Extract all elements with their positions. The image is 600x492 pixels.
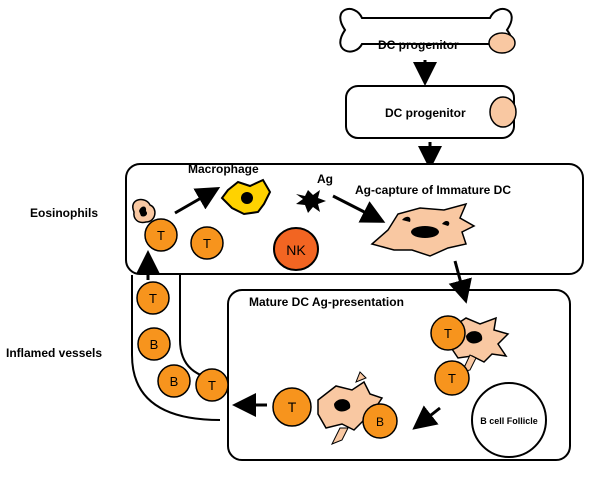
antigen-label: Ag (317, 172, 333, 186)
arrow-antigen-to-dc (332, 194, 386, 223)
t-cell: T (430, 315, 466, 351)
eosinophils-label: Eosinophils (30, 206, 98, 220)
ag-capture-label: Ag-capture of Immature DC (355, 183, 511, 197)
t-cell-label: T (448, 371, 456, 386)
t-cell: T (272, 387, 312, 427)
arrow-tcell-to-macrophage (174, 187, 221, 215)
nk-label: NK (286, 242, 306, 258)
t-cell: T (195, 368, 229, 402)
eosinophil-cell (132, 198, 156, 224)
t-cell: T (136, 281, 170, 315)
t-cell: T (144, 218, 178, 252)
t-cell-label: T (288, 399, 297, 415)
b-cell-follicle (471, 382, 547, 458)
macrophage-cell (220, 178, 272, 216)
t-cell: T (190, 226, 224, 260)
arrow-tissue-to-lymph (448, 260, 472, 304)
b-cell: B (157, 364, 191, 398)
progenitor-cell-bone (488, 32, 516, 54)
antigen-icon (296, 190, 326, 213)
b-cell-label: B (170, 374, 179, 389)
t-cell: T (434, 360, 470, 396)
arrow-to-bcell-dc (412, 405, 441, 430)
bone-marrow-shape (339, 8, 513, 53)
progenitor-cell-blood (489, 96, 517, 128)
b-cell: B (362, 403, 398, 439)
nk-cell (273, 227, 319, 271)
vessel-outer-wall (131, 275, 221, 421)
macrophage-label: Macrophage (188, 162, 259, 176)
mature-dc-label: Mature DC Ag-presentation (249, 295, 404, 309)
t-cell-label: T (203, 236, 211, 251)
inflamed-vessels-label: Inflamed vessels (6, 346, 102, 360)
b-follicle-label: B cell Follicle (480, 416, 538, 426)
b-cell-label: B (150, 337, 159, 352)
immature-dc-cell (370, 202, 476, 257)
vessel-inner-wall (179, 275, 226, 381)
b-cell: B (137, 327, 171, 361)
t-cell-label: T (149, 291, 157, 306)
bone-progenitor-label: DC progenitor (378, 38, 459, 52)
b-cell-label: B (376, 415, 384, 429)
t-cell-label: T (157, 228, 165, 243)
peripheral-tissue-box (125, 163, 584, 275)
t-cell-label: T (208, 378, 216, 393)
t-cell-label: T (444, 326, 452, 341)
blood-progenitor-label: DC progenitor (385, 106, 466, 120)
